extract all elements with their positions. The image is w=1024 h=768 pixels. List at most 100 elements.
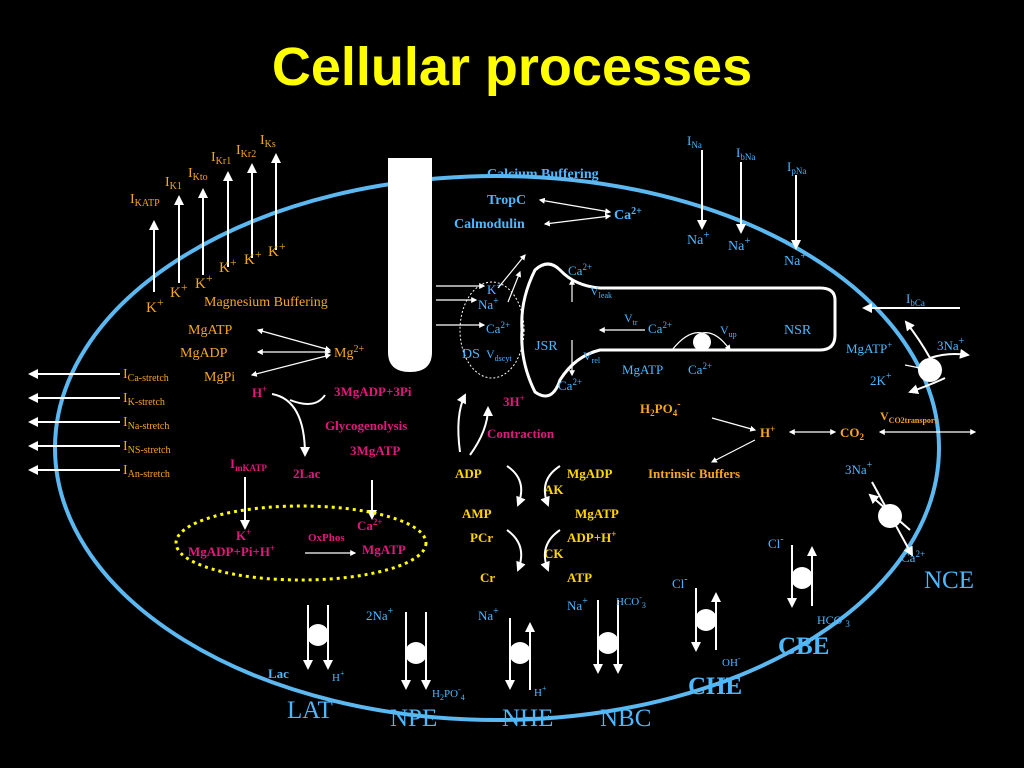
svg-text:K+: K+ — [236, 527, 251, 543]
svg-text:CHE: CHE — [688, 673, 742, 700]
intrinsic-buffers: H2PO4- H+ CO2 VCO2transport Intrinsic Bu… — [640, 399, 977, 481]
sarcoplasmic-reticulum: JSR NSR DS Vdscyt K+ Na+ Ca2+ Ca2+ Vleak… — [436, 254, 837, 398]
svg-text:MgATP+: MgATP+ — [846, 340, 892, 356]
svg-text:HCO-3: HCO-3 — [817, 611, 850, 629]
svg-text:MgATP: MgATP — [188, 323, 233, 338]
svg-text:Calmodulin: Calmodulin — [454, 217, 525, 232]
energy-reactions: ADP MgADP AK AMP MgATP PCr ADP+H+ CK Cr … — [455, 465, 619, 585]
svg-text:H+: H+ — [252, 384, 267, 400]
page-title: Cellular processes — [272, 37, 752, 97]
svg-text:3MgATP: 3MgATP — [350, 443, 400, 458]
svg-text:NHE: NHE — [502, 705, 553, 732]
svg-text:CK: CK — [544, 546, 564, 561]
svg-text:MgPi: MgPi — [204, 370, 235, 385]
svg-text:3NaNa+: 3NaNa+ — [567, 596, 588, 613]
svg-text:IKs: IKs — [260, 133, 276, 150]
svg-text:Ca2+: Ca2+ — [901, 549, 925, 565]
svg-text:3Na+: 3Na+ — [937, 336, 965, 353]
svg-text:Glycogenolysis: Glycogenolysis — [325, 418, 407, 433]
svg-text:IbCa: IbCa — [906, 291, 925, 308]
svg-text:ATP: ATP — [567, 570, 592, 585]
svg-text:Calcium Buffering: Calcium Buffering — [487, 167, 599, 182]
svg-text:K+: K+ — [170, 280, 188, 301]
svg-text:3Na+: 3Na+ — [845, 460, 873, 477]
svg-text:Lac: Lac — [268, 666, 289, 681]
svg-text:Cl-: Cl- — [672, 574, 688, 591]
svg-text:IKATP: IKATP — [130, 192, 160, 209]
svg-text:ADP+H+: ADP+H+ — [567, 529, 616, 545]
svg-text:INa: INa — [687, 133, 702, 150]
svg-text:H+: H+ — [332, 669, 345, 684]
svg-text:K+: K+ — [146, 295, 164, 316]
svg-text:MgADP+Pi+H+: MgADP+Pi+H+ — [188, 543, 275, 559]
svg-text:Cl-: Cl- — [768, 534, 784, 551]
svg-text:Contraction: Contraction — [487, 426, 555, 441]
svg-text:NPE: NPE — [390, 705, 437, 732]
svg-text:NBC: NBC — [600, 705, 651, 732]
svg-text:CO2: CO2 — [840, 425, 865, 442]
svg-text:IK-stretch: IK-stretch — [123, 391, 165, 408]
svg-text:Na+: Na+ — [728, 235, 751, 254]
svg-text:IKto: IKto — [188, 166, 208, 183]
svg-text:Na+: Na+ — [784, 250, 807, 269]
svg-text:HCO-3: HCO-3 — [616, 593, 646, 610]
svg-text:IbNa: IbNa — [736, 145, 755, 162]
svg-text:K+: K+ — [244, 247, 262, 268]
svg-text:AMP: AMP — [462, 506, 492, 521]
cell-membrane — [53, 174, 941, 722]
svg-text:DS: DS — [462, 347, 480, 362]
svg-text:Na+: Na+ — [478, 606, 499, 623]
svg-text:2Lac: 2Lac — [293, 466, 321, 481]
svg-text:MgATP: MgATP — [362, 542, 406, 557]
svg-text:JSR: JSR — [535, 339, 558, 354]
svg-text:K+: K+ — [268, 239, 286, 260]
svg-text:ImKATP: ImKATP — [230, 456, 267, 473]
svg-text:2Na+: 2Na+ — [366, 606, 394, 623]
svg-text:OxPhos: OxPhos — [308, 532, 345, 544]
svg-text:IK1: IK1 — [165, 175, 182, 192]
svg-text:Ca2+: Ca2+ — [486, 320, 510, 336]
svg-text:3H+: 3H+ — [503, 393, 525, 409]
svg-text:IAn-stretch: IAn-stretch — [123, 463, 170, 480]
svg-text:PCr: PCr — [470, 530, 493, 545]
svg-text:INS-stretch: INS-stretch — [123, 439, 170, 456]
svg-text:Ca2+: Ca2+ — [648, 320, 672, 336]
potassium-currents: IKATP IK1 IKto IKr1 IKr2 IKs K+ K+ K+ K+… — [130, 133, 286, 316]
svg-text:ADP: ADP — [455, 466, 482, 481]
svg-text:INa-stretch: INa-stretch — [123, 415, 169, 432]
nbc-transporter: 3NaNa+ HCO-3 NBC — [567, 593, 651, 732]
svg-text:H2PO-4: H2PO-4 — [432, 685, 465, 702]
svg-text:3MgADP+3Pi: 3MgADP+3Pi — [334, 384, 412, 399]
svg-text:Ca2+: Ca2+ — [614, 206, 642, 223]
svg-text:Ca2+: Ca2+ — [688, 361, 712, 377]
svg-text:H2PO4-: H2PO4- — [640, 399, 681, 418]
svg-text:NSR: NSR — [784, 323, 812, 338]
npe-transporter: 2Na+ H2PO-4 NPE — [366, 606, 465, 732]
mitochondrion — [174, 504, 428, 582]
che-transporter: Cl- OH- CHE — [672, 574, 742, 700]
svg-text:Vup: Vup — [720, 323, 737, 339]
svg-text:Vtr: Vtr — [624, 311, 638, 327]
svg-text:Vleak: Vleak — [590, 284, 612, 300]
background-calcium-current: IbCa — [862, 291, 960, 313]
nce-transporter: 3Na+ Ca2+ NCE — [845, 460, 974, 594]
svg-text:IpNa: IpNa — [787, 159, 806, 176]
metabolism: H+ 3MgADP+3Pi Glycogenolysis 3MgATP 3H+ … — [174, 384, 555, 582]
lat-transporter: Lac H+ LAT — [268, 605, 345, 724]
svg-text:MgADP: MgADP — [567, 466, 613, 481]
svg-text:Cr: Cr — [480, 570, 495, 585]
svg-text:Ca2+: Ca2+ — [568, 262, 592, 278]
svg-text:MgATP: MgATP — [575, 506, 619, 521]
svg-text:OH-: OH- — [722, 654, 741, 669]
svg-text:Mg2+: Mg2+ — [334, 344, 364, 361]
sodium-currents: INa IbNa IpNa Na+ Na+ Na+ — [687, 133, 807, 269]
svg-text:K+: K+ — [195, 271, 213, 292]
magnesium-buffering: Magnesium Buffering MgATP MgADP MgPi Mg2… — [180, 295, 364, 385]
svg-text:IKr2: IKr2 — [236, 143, 256, 160]
svg-text:AK: AK — [544, 482, 564, 497]
cbe-transporter: Cl- HCO-3 CBE — [768, 534, 850, 660]
svg-text:Na+: Na+ — [687, 229, 710, 248]
svg-text:IKr1: IKr1 — [211, 150, 231, 167]
svg-text:H+: H+ — [534, 684, 547, 699]
sodium-potassium-pump: MgATP+ 3Na+ 2K+ — [846, 320, 970, 395]
